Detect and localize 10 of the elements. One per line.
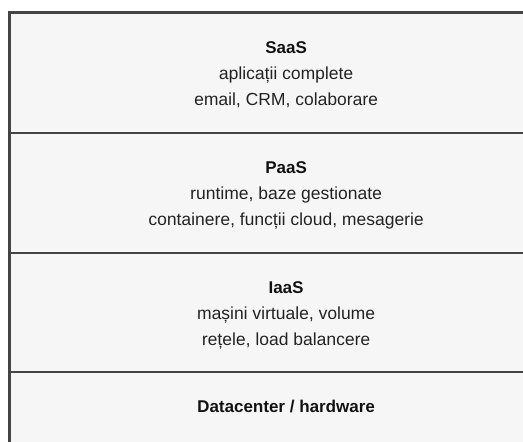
layer-title: SaaS [265,37,307,59]
layer-description: aplicații complete [218,62,354,85]
layer-description: runtime, baze gestionate [190,182,382,205]
layer-description: mașini virtuale, volume [197,302,375,325]
layer-title: Datacenter / hardware [197,396,375,418]
layer-description: email, CRM, colaborare [194,88,378,111]
layer-title: IaaS [268,277,304,299]
layer-description: containere, funcții cloud, mesagerie [148,208,424,231]
layer-description: rețele, load balancere [202,328,370,351]
layer-title: PaaS [265,157,307,179]
